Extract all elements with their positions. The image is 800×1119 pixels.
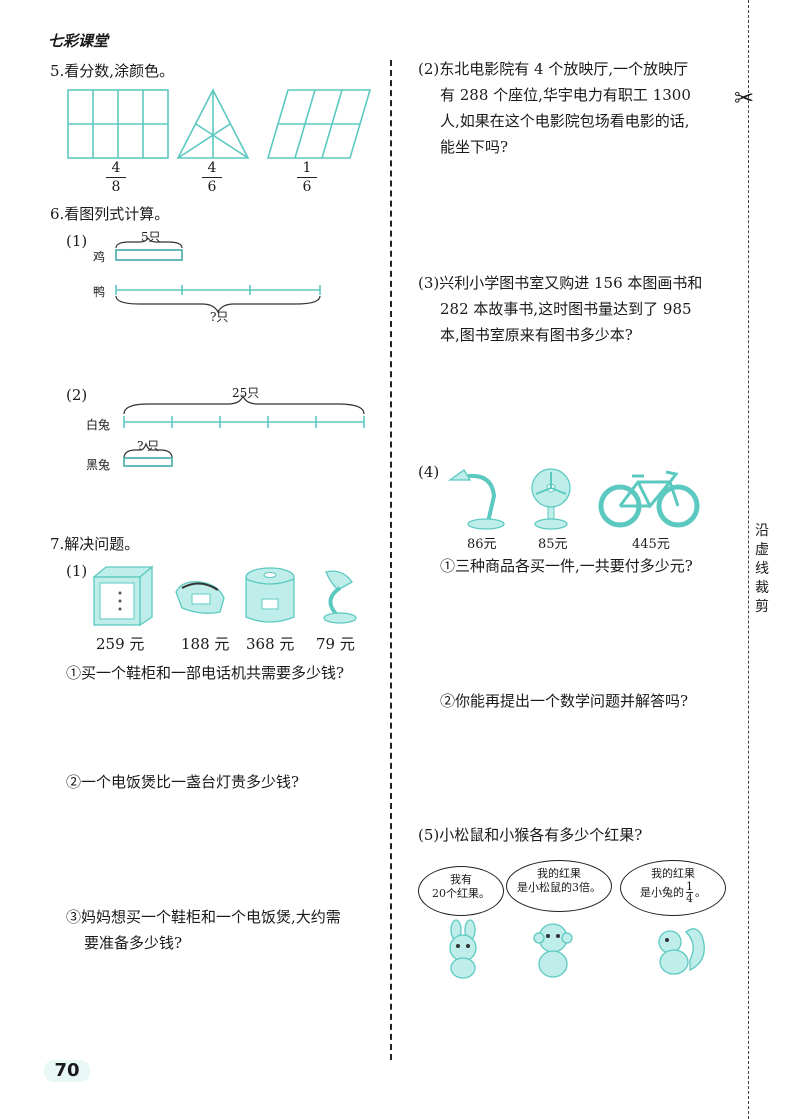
center-divider <box>390 60 392 1060</box>
q6-p1-diagram <box>115 238 321 314</box>
p4-question-2: ②你能再提出一个数学问题并解答吗? <box>440 692 689 710</box>
shoe-cabinet-icon <box>92 565 154 627</box>
rabbit-icon <box>449 919 477 979</box>
q6-p1-row1: 鸡 <box>93 250 106 264</box>
p4-price-3: 445元 <box>632 537 670 552</box>
p2-line3: 人,如果在这个电影院包场看电影的话, <box>440 112 690 130</box>
rice-cooker-icon <box>245 567 295 623</box>
q6-p2-row1: 白兔 <box>86 418 111 432</box>
electric-fan-icon <box>531 468 571 530</box>
p2-line1: (2)东北电影院有 4 个放映厅,一个放映厅 <box>418 60 689 78</box>
p2-line2: 有 288 个座位,华宇电力有职工 1300 <box>440 86 691 104</box>
q6-p1-row2: 鸭 <box>93 285 106 299</box>
bicycle-icon <box>598 470 700 528</box>
q7-p1-label: (1) <box>66 562 88 580</box>
floor-lamp-icon <box>447 469 505 530</box>
q7-price-3: 368 元 <box>246 635 295 653</box>
q7-price-2: 188 元 <box>181 635 230 653</box>
q7-title: 7.解决问题。 <box>50 535 140 553</box>
q6-title: 6.看图列式计算。 <box>50 205 170 223</box>
monkey-icon <box>533 923 573 978</box>
p3-line2: 282 本故事书,这时图书量达到了 985 <box>440 300 692 318</box>
triangle-sixths-shape <box>176 88 250 159</box>
q5-shapes <box>67 88 372 159</box>
p4-price-1: 86元 <box>467 537 497 552</box>
q6-p2-top-label: 25只 <box>232 386 260 400</box>
cut-line <box>748 0 749 1119</box>
q6-p2-label: (2) <box>66 386 88 404</box>
q6-p1-bottom-label: ?只 <box>210 310 229 324</box>
page-number: 70 <box>44 1060 90 1082</box>
p2-line4: 能坐下吗? <box>440 138 509 156</box>
p3-line1: (3)兴利小学图书室又购进 156 本图画书和 <box>418 274 703 292</box>
desk-lamp-icon <box>323 570 357 624</box>
rectangle-eighths-shape <box>67 89 169 159</box>
cut-line-label: 沿虚 线裁 剪 <box>755 523 769 615</box>
p4-label: (4) <box>418 463 440 481</box>
p5-title: (5)小松鼠和小猴各有多少个红果? <box>418 826 643 844</box>
q6-p1-label: (1) <box>66 232 88 250</box>
speech-bubble-monkey: 我的红果是小松鼠的3倍。 <box>506 860 612 912</box>
q7-price-1: 259 元 <box>96 635 145 653</box>
p4-price-2: 85元 <box>538 537 568 552</box>
squirrel-icon <box>658 928 705 975</box>
q6-p2-bottom-label: ? 只 <box>137 439 160 453</box>
q7-question-3-line1: ③妈妈想买一个鞋柜和一个电饭煲,大约需 <box>66 908 341 926</box>
q5-title: 5.看分数,涂颜色。 <box>50 62 175 80</box>
q6-p2-row2: 黑兔 <box>86 458 111 472</box>
q7-question-3-line2: 要准备多少钱? <box>84 934 183 952</box>
q7-price-4: 79 元 <box>316 635 355 653</box>
parallelogram-sixths-shape <box>266 89 372 159</box>
p4-question-1: ①三种商品各买一件,一共要付多少元? <box>440 557 693 575</box>
p3-line3: 本,图书室原来有图书多少本? <box>440 326 633 344</box>
q6-p2-diagram <box>123 394 365 467</box>
telephone-icon <box>175 581 225 614</box>
speech-bubble-rabbit: 我的红果 是小兔的 1 4 。 <box>620 860 726 916</box>
q7-question-1: ①买一个鞋柜和一部电话机共需要多少钱? <box>66 664 345 682</box>
scissors-icon: ✂ <box>734 84 755 112</box>
q7-question-2: ②一个电饭煲比一盏台灯贵多少钱? <box>66 773 300 791</box>
brand-logo: 七彩课堂 <box>48 32 109 50</box>
